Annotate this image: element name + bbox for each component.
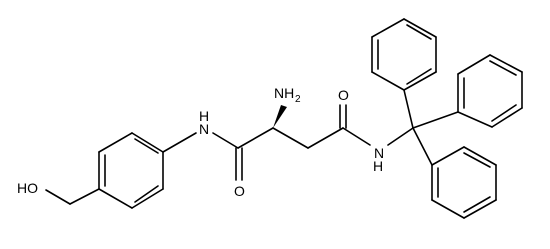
bond-carbonyl-alpha [237,127,274,149]
bond-trityl-ring-bottom [412,127,433,166]
amide-n-left-label: N [199,121,209,137]
bond-o-ch2 [45,189,71,205]
phenyl-ring-right [457,54,523,128]
bond-trityl-ring-right [412,111,459,129]
amide-n-right-label: N [374,145,384,161]
bond-carbonyl-nh [342,127,371,146]
phenyl-ring-bottom [431,146,497,219]
bond-ring-nh [162,132,197,153]
bond-ch2-carbonyl [307,127,344,149]
benzene-ring-left [98,132,164,209]
label-layer: HO N H O NH 2 O N H [17,85,384,199]
amine-label: NH [274,85,294,101]
amide-h-left-label: H [199,108,209,124]
phenyl-ring-top [371,18,437,91]
carbonyl-o-right-label: O [338,87,349,103]
bond-alpha-ch2 [272,127,309,149]
carbonyl-o-left-label: O [234,183,245,199]
bond-layer [45,18,523,219]
hydroxyl-label: HO [17,180,38,196]
wedge-bond-nh2 [273,105,287,128]
amide-h-right-label: H [373,158,383,174]
bond-trityl-ring-top [403,89,414,129]
bond-nh-carbonyl [212,132,239,149]
amine-subscript-label: 2 [295,94,301,105]
bond-ch2-ring [69,188,100,205]
bond-nh-trityl [387,127,414,146]
